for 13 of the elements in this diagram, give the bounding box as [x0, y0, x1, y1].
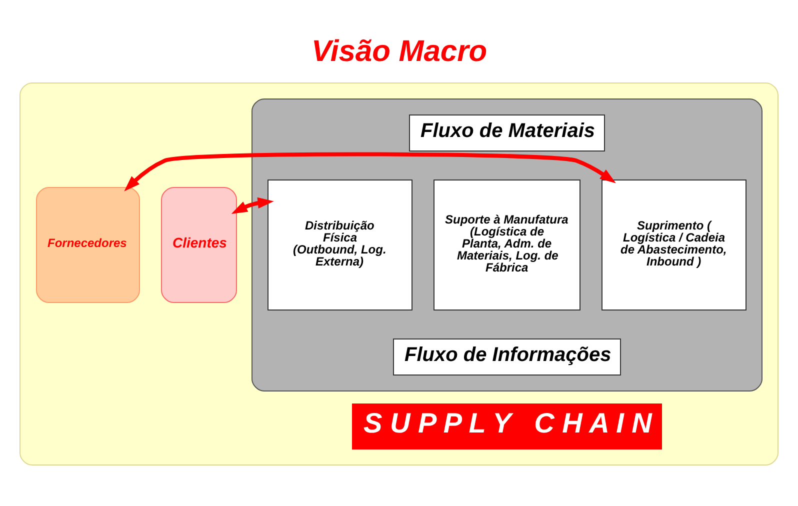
arrow [231, 196, 274, 214]
node-box: S U P P L Y C H A I N [352, 403, 662, 449]
node-box: Distribuição Física (Outbound, Log. Externa) [268, 179, 412, 310]
node-box: Fornecedores [36, 186, 140, 302]
diagram-title: Visão Macro [312, 34, 488, 68]
cluster [20, 82, 778, 465]
node-box: Fluxo de Informações [393, 338, 621, 375]
node-box: Fluxo de Materiais [409, 114, 605, 151]
node-box: Suprimento ( Logística / Cadeia de Abastecimento, Inbound ) [602, 179, 746, 310]
cluster [252, 98, 762, 391]
node-box: Suporte à Manufatura (Logística de Planta, Adm. de Materiais, Log. de Fábrica [434, 179, 580, 310]
node-box: Clientes [161, 186, 237, 302]
arrow [124, 152, 616, 191]
